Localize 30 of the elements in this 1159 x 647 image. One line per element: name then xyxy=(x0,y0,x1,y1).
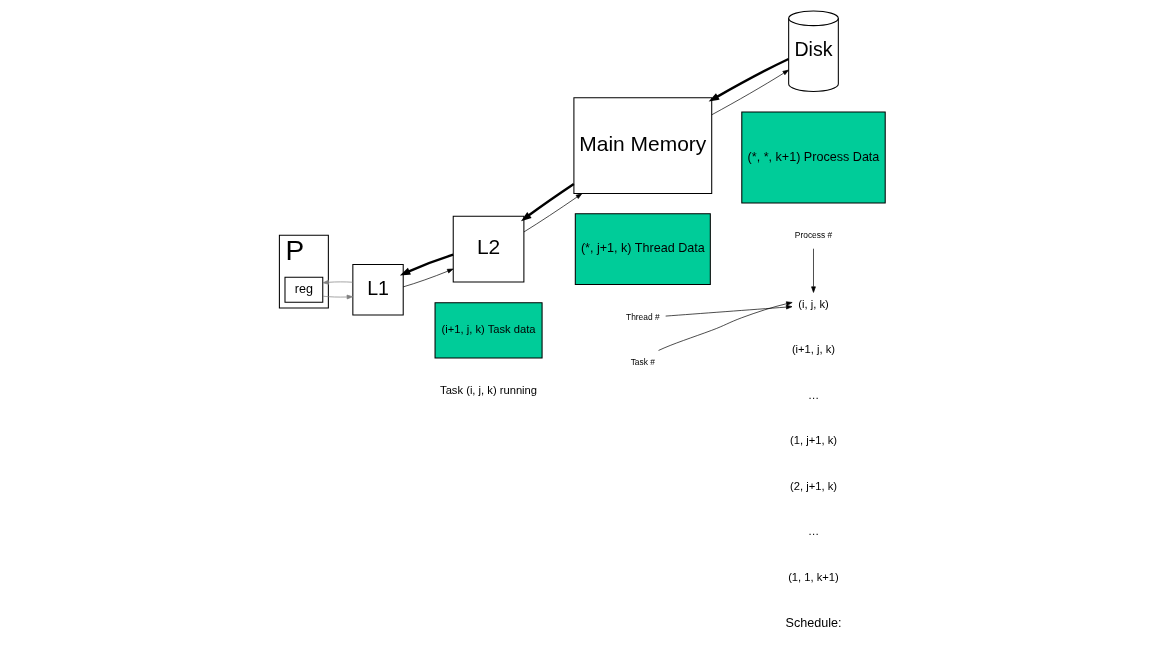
arrow xyxy=(711,69,789,116)
arrow xyxy=(520,183,575,222)
node-box: Main Memory xyxy=(573,97,713,195)
label: (i+1, j, k) xyxy=(791,343,836,356)
node-text: Thread # xyxy=(626,311,660,322)
arrow xyxy=(811,248,816,293)
arrow xyxy=(402,268,454,288)
node-box: (*, *, k+1) Process Data xyxy=(741,111,886,204)
arrow xyxy=(665,304,793,317)
arrow xyxy=(523,193,583,233)
label: (1, j+1, k) xyxy=(790,434,837,447)
arrow xyxy=(708,57,790,102)
label: (2, j+1, k) xyxy=(790,479,837,492)
node-box: L2 xyxy=(452,215,525,283)
arrow xyxy=(322,280,353,285)
node-box: reg xyxy=(284,276,324,303)
label: … xyxy=(807,388,820,401)
arrow xyxy=(322,294,353,300)
label: Schedule: xyxy=(785,615,842,630)
arrow xyxy=(399,253,454,276)
node-box: (*, j+1, k) Thread Data xyxy=(574,213,711,286)
node-text: Task # xyxy=(630,357,655,368)
label: (1, 1, k+1) xyxy=(788,570,839,583)
node-box: L1 xyxy=(352,264,404,316)
node-text: Process # xyxy=(794,230,833,241)
node-text: (i, j, k) xyxy=(798,297,829,310)
arrow xyxy=(658,301,793,351)
label: Task (i, j, k) running xyxy=(440,383,538,396)
label: … xyxy=(807,525,820,538)
node-box: (i+1, j, k) Task data xyxy=(434,302,543,359)
